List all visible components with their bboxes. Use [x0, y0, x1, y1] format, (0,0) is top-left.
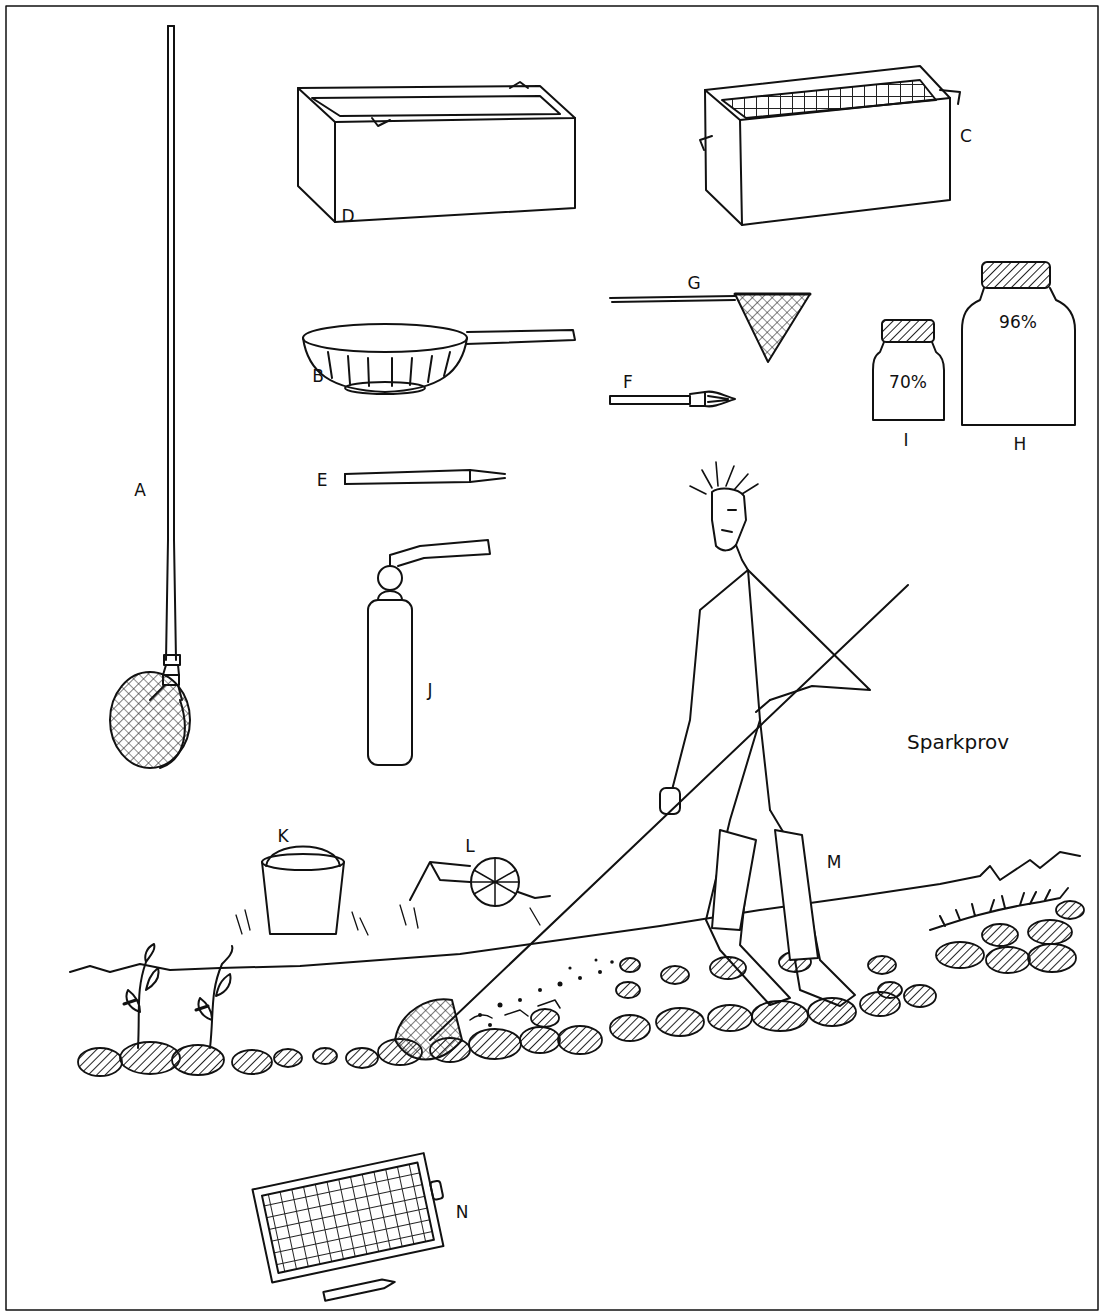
method-label: Sparkprov	[907, 732, 1009, 752]
concentration-label: 96%	[997, 313, 1039, 332]
part-letter: M	[827, 854, 842, 871]
part-letter: H	[1014, 436, 1027, 453]
concentration-label: 70%	[887, 373, 929, 392]
part-letter: I	[903, 432, 908, 449]
part-letter: G	[687, 275, 700, 292]
part-letter: D	[341, 208, 354, 225]
part-letter: K	[277, 828, 288, 845]
part-letter: A	[134, 482, 146, 499]
part-letter: F	[623, 374, 633, 391]
part-letter: C	[960, 128, 972, 145]
part-letter: B	[312, 368, 324, 385]
part-letter: J	[427, 682, 432, 699]
part-letter: E	[317, 472, 328, 489]
part-letter: N	[456, 1204, 469, 1221]
part-letter: L	[465, 838, 474, 855]
